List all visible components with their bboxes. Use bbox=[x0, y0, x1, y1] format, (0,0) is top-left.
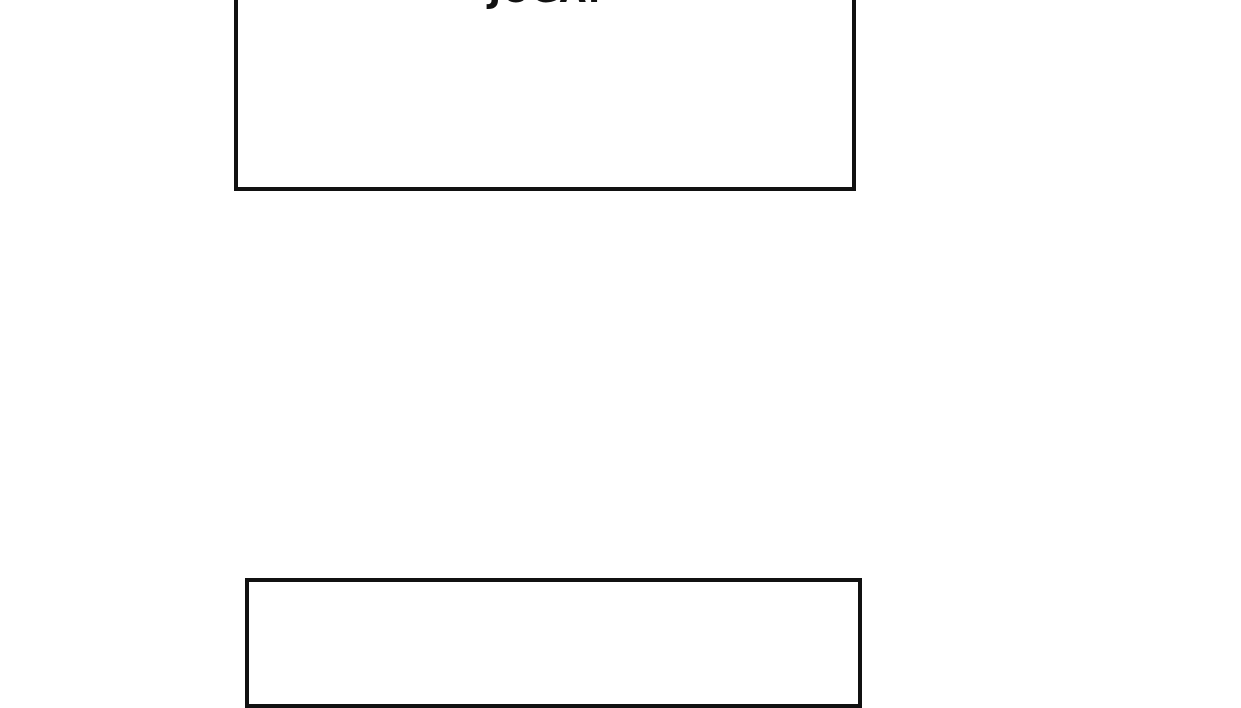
caption-text: JUGA. bbox=[238, 0, 852, 8]
caption-panel-top: JUGA. bbox=[234, 0, 856, 191]
caption-panel-bottom bbox=[245, 578, 862, 708]
